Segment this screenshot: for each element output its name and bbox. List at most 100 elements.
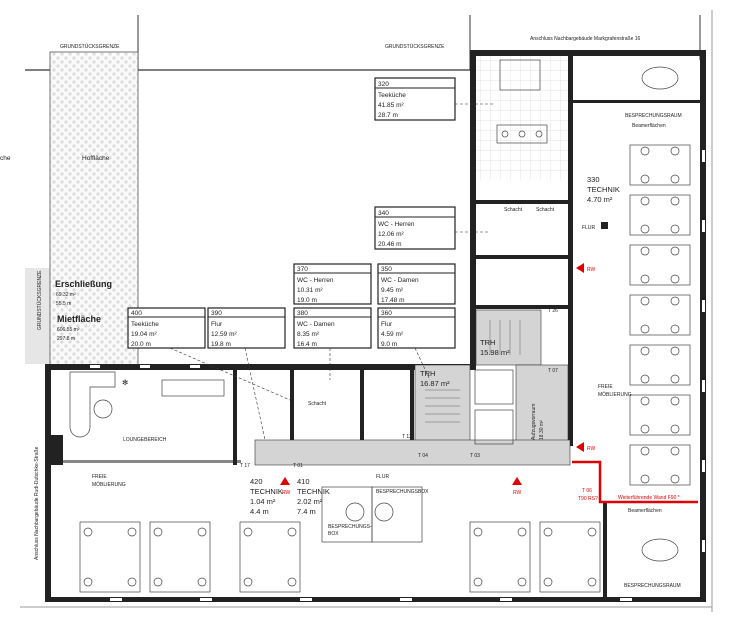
free-furnishing-label: MÖBLIERUNG: [598, 391, 632, 398]
svg-text:TECHNIK: TECHNIK: [587, 185, 620, 194]
chair: [670, 196, 680, 206]
svg-text:TECHNIK: TECHNIK: [250, 487, 283, 496]
chair: [670, 396, 680, 406]
chair: [587, 577, 597, 587]
svg-text:BESPRECHUNGSBOX: BESPRECHUNGSBOX: [376, 489, 429, 495]
svg-text:19.0 m: 19.0 m: [297, 297, 317, 304]
chair: [243, 577, 253, 587]
svg-text:12.59 m²: 12.59 m²: [211, 331, 237, 338]
svg-text:28.7 m: 28.7 m: [378, 112, 398, 119]
svg-text:10.31 m²: 10.31 m²: [297, 287, 323, 294]
desk: [629, 144, 691, 186]
chair: [640, 324, 650, 334]
chair: [640, 474, 650, 484]
svg-text:BESPRECHUNGS-: BESPRECHUNGS-: [328, 524, 372, 530]
building-walls: [45, 50, 706, 602]
free-furnishing-label: FREIE: [598, 384, 613, 390]
chair: [640, 346, 650, 356]
svg-text:Flur: Flur: [381, 321, 393, 328]
chair: [670, 246, 680, 256]
svg-text:340: 340: [378, 210, 389, 217]
svg-text:410: 410: [297, 477, 310, 486]
chair: [670, 274, 680, 284]
svg-text:390: 390: [211, 310, 222, 317]
corridor-core: [254, 439, 571, 466]
svg-text:WC - Herren: WC - Herren: [378, 221, 415, 228]
door-labels: T 01 T 03 T 04 T 07 T 12 T 17 T 26: [240, 308, 558, 469]
svg-text:Teeküche: Teeküche: [131, 321, 159, 328]
flur-label: FLUR: [376, 474, 389, 480]
chair: [517, 527, 527, 537]
desk: [149, 521, 211, 593]
svg-text:RW: RW: [587, 267, 596, 273]
svg-text:18.30 m²: 18.30 m²: [539, 420, 545, 440]
svg-text:T 07: T 07: [548, 368, 558, 374]
svg-text:TRH: TRH: [480, 338, 495, 347]
mietflaeche-title: Mietfläche: [57, 314, 101, 324]
chair: [153, 527, 163, 537]
chair: [517, 577, 527, 587]
svg-text:TECHNIK: TECHNIK: [297, 487, 330, 496]
svg-text:7.4 m: 7.4 m: [297, 507, 316, 516]
svg-text:370: 370: [297, 266, 308, 273]
technik-420: 420 TECHNIK 1.04 m² 4.4 m: [250, 477, 283, 516]
mietflaeche-area: 606.55 m²: [57, 327, 80, 333]
stair-core: [475, 309, 542, 366]
chair: [473, 577, 483, 587]
svg-text:Weiterführende Wand F90 *: Weiterführende Wand F90 *: [618, 495, 680, 501]
property-line-label: GRUNDSTÜCKSGRENZE: [36, 270, 43, 330]
desk: [629, 344, 691, 386]
technik-410: 410 TECHNIK 2.02 m² 7.4 m: [297, 477, 330, 516]
courtyard-label: Hoffläche: [82, 155, 110, 162]
meeting-room-label: BESPRECHUNGSRAUM: [625, 113, 682, 119]
svg-text:330: 330: [587, 175, 600, 184]
area-summary: Erschließung 69.32 m² 55.5 m Mietfläche …: [55, 279, 112, 342]
shaft-label: Schacht: [536, 207, 555, 213]
svg-text:19.8 m: 19.8 m: [211, 341, 231, 348]
chair: [640, 446, 650, 456]
property-strip: [25, 268, 50, 364]
beamer-label: Beamerflächen: [632, 123, 666, 129]
svg-text:360: 360: [381, 310, 392, 317]
courtyard: [49, 51, 139, 366]
chair: [640, 396, 650, 406]
chair: [243, 527, 253, 537]
trh-2: TRH 16.87 m²: [420, 369, 450, 388]
chair: [127, 527, 137, 537]
desk: [629, 394, 691, 436]
chair: [640, 274, 650, 284]
chair: [640, 196, 650, 206]
svg-text:4.70 m²: 4.70 m²: [587, 195, 613, 204]
shaft-label: Schacht: [504, 207, 523, 213]
free-furnishing-label: FREIE: [92, 474, 107, 480]
meeting-table: [641, 66, 679, 90]
desk: [629, 244, 691, 286]
svg-text:4.59 m²: 4.59 m²: [381, 331, 404, 338]
shaft-label: Schacht: [308, 401, 327, 407]
property-line-label: GRUNDSTÜCKSGRENZE: [385, 43, 445, 50]
svg-text:Aufzugsvorraum: Aufzugsvorraum: [531, 404, 537, 440]
chair: [670, 296, 680, 306]
svg-text:T 26: T 26: [548, 308, 558, 314]
aufzugsvorraum: Aufzugsvorraum 18.30 m²: [531, 404, 545, 440]
svg-text:9.0 m: 9.0 m: [381, 341, 397, 348]
trh-1: TRH 15.98 m²: [480, 338, 510, 357]
kitchen-island: [496, 124, 548, 144]
svg-text:16.4 m: 16.4 m: [297, 341, 317, 348]
desk: [239, 521, 301, 593]
chair: [197, 577, 207, 587]
chair: [640, 424, 650, 434]
technik-330: 330 TECHNIK 4.70 m²: [587, 175, 620, 204]
lounge-label: LOUNGEBEREICH: [123, 437, 167, 443]
svg-text:2.02 m²: 2.02 m²: [297, 497, 323, 506]
svg-text:T 17: T 17: [240, 463, 250, 469]
svg-text:WC - Herren: WC - Herren: [297, 277, 334, 284]
chair: [473, 527, 483, 537]
svg-text:Flur: Flur: [211, 321, 223, 328]
chair: [287, 527, 297, 537]
workstations: [79, 144, 691, 593]
chair: [640, 246, 650, 256]
